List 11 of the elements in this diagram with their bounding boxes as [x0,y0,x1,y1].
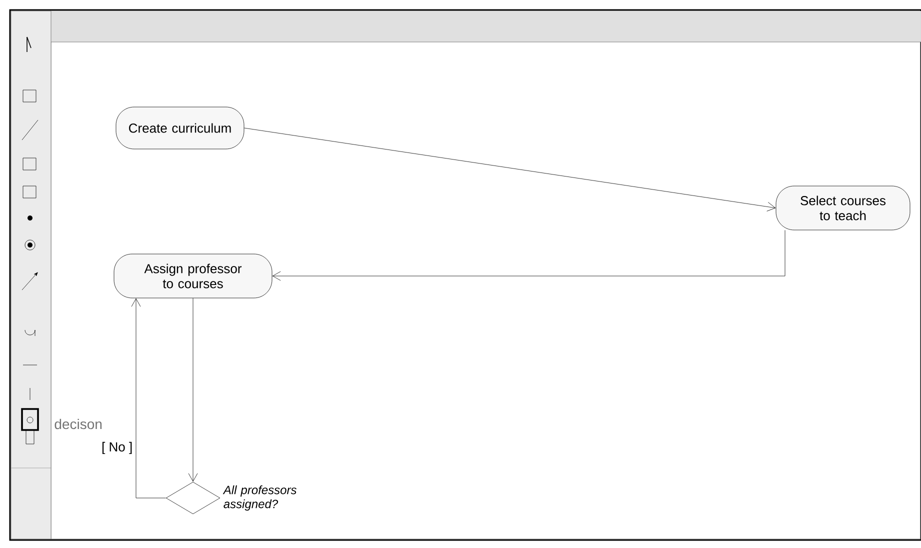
activity-box: Select courses to teach [776,186,910,230]
arrow [272,230,786,281]
element-label: decison [54,418,102,430]
decision-diamond [166,482,220,514]
edge-label: [ No ] [100,440,134,456]
activity-box: Create curriculum [116,106,244,150]
arrow [131,298,166,498]
node-caption: All professors assigned? [222,485,296,511]
activity-box: Assign professor to courses [114,254,272,298]
arrow [244,128,776,212]
arrow [188,298,198,482]
